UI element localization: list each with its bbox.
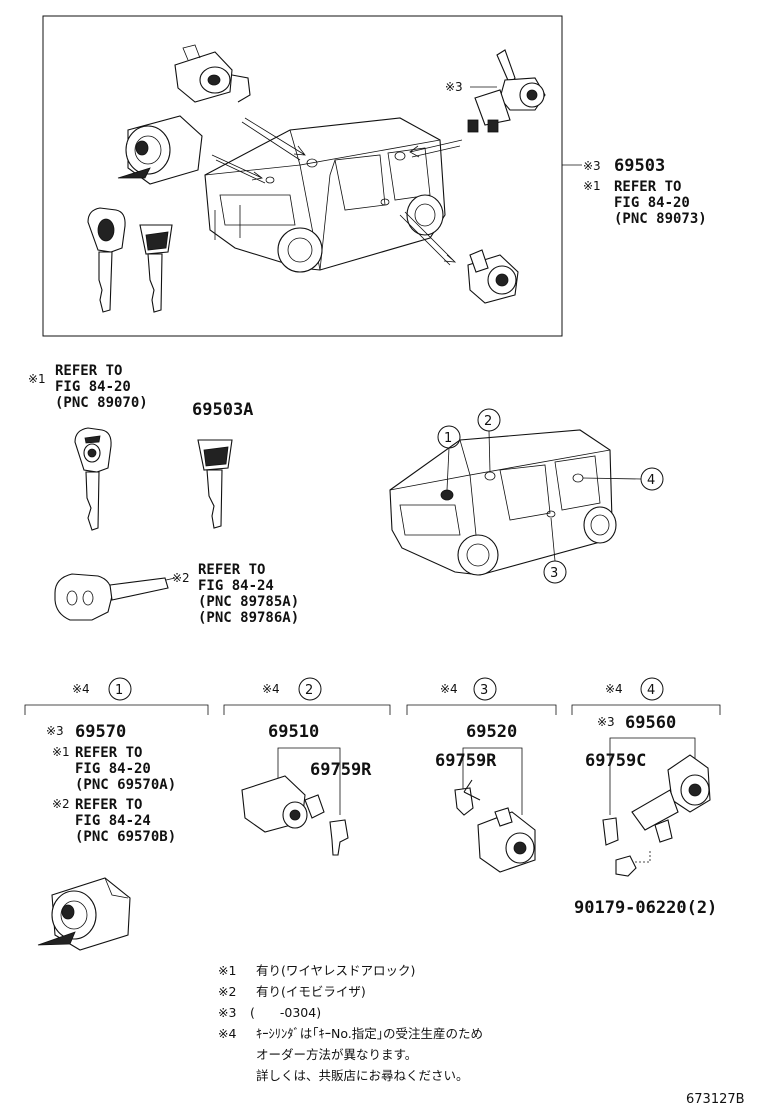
note-6-text: 詳しくは、共販店にお尋ねください。 — [256, 1068, 469, 1083]
group-1-ref1-line1: REFER TO — [75, 745, 142, 761]
transponder-ref-line1: REFER TO — [198, 562, 265, 578]
car-callout-2: 2 — [484, 414, 492, 429]
top-callout-mark1: ※1 — [583, 179, 601, 193]
key-sub — [197, 439, 233, 529]
door-lock-cylinder-top-left — [174, 44, 251, 103]
note-1-text: 有り(ワイヤレスドアロック) — [256, 963, 415, 978]
key-ref-mark: ※1 — [28, 372, 46, 386]
group-1: ※4 1 ※3 69570 ※1 REFER TO FIG 84-20 (PNC… — [24, 677, 209, 951]
note-4-mark: ※4 — [218, 1026, 236, 1041]
key-ref-line2: FIG 84-20 — [55, 379, 131, 395]
group-1-ref2-line2: FIG 84-24 — [75, 813, 151, 829]
back-door-lock-4 — [631, 754, 711, 843]
lock-lever-2 — [329, 819, 349, 856]
transponder-key — [54, 573, 169, 621]
group-2-mark: ※4 — [262, 682, 280, 696]
group-4-mark: ※4 — [605, 682, 623, 696]
back-door-lock-top — [467, 49, 546, 133]
keys-top — [87, 207, 173, 313]
group-1-number: 1 — [115, 683, 123, 698]
group-4-part-number: 69560 — [625, 713, 676, 733]
group-1-ref2-line3: (PNC 69570B) — [75, 829, 176, 845]
group-3-number: 3 — [480, 683, 488, 698]
note-5-text: オーダー方法が異なります。 — [256, 1047, 417, 1062]
key-ref-line1: REFER TO — [55, 363, 122, 379]
car-illustration-middle — [389, 429, 617, 576]
key-reference-block: ※1 REFER TO FIG 84-20 (PNC 89070) 69503A… — [28, 363, 299, 626]
door-lock-cylinder-2 — [241, 775, 325, 833]
group-4-number: 4 — [647, 683, 655, 698]
car-callouts: 1 2 3 4 — [437, 408, 664, 584]
group-3-sub-part: 69759R — [435, 751, 497, 771]
group-1-ref2-mark: ※2 — [52, 797, 70, 811]
group-1-pn-mark: ※3 — [46, 724, 64, 738]
group-4-pn-mark: ※3 — [597, 715, 615, 729]
note-4-text: ｷｰｼﾘﾝﾀﾞは｢ｷｰNo.指定｣の受注生産のため — [256, 1026, 483, 1041]
door-lock-cylinder-top-bottom — [467, 249, 519, 304]
top-callout-ref-line2: FIG 84-20 — [614, 195, 690, 211]
group-2: ※4 2 69510 69759R — [223, 677, 391, 856]
footnotes: ※1 有り(ワイヤレスドアロック) ※2 有り(イモビライザ) ※3 ( -03… — [218, 963, 483, 1083]
car-illustration-top — [204, 117, 446, 273]
group-4-sub-part: 69759C — [585, 751, 646, 771]
note-3-mark: ※3 — [218, 1005, 236, 1020]
top-callout: ※3 69503 ※1 REFER TO FIG 84-20 (PNC 8907… — [562, 156, 707, 227]
top-box-arrows — [211, 117, 463, 266]
note-2-mark: ※2 — [218, 984, 236, 999]
group-2-part-number: 69510 — [268, 722, 319, 742]
group-2-number: 2 — [305, 683, 313, 698]
car-callout-1: 1 — [444, 431, 452, 446]
note-2-text: 有り(イモビライザ) — [256, 984, 366, 999]
note-1-mark: ※1 — [218, 963, 236, 978]
top-callout-mark3: ※3 — [583, 159, 601, 173]
note-3-text: ( -0304) — [250, 1005, 321, 1020]
group-3-mark: ※4 — [440, 682, 458, 696]
top-callout-ref-line3: (PNC 89073) — [614, 211, 707, 227]
group-1-mark: ※4 — [72, 682, 90, 696]
group-1-part-number: 69570 — [75, 722, 126, 742]
group-3: ※4 3 69520 69759R — [406, 677, 557, 873]
group-1-ref1-line3: (PNC 69570A) — [75, 777, 176, 793]
top-assembly-box: ※3 — [42, 15, 563, 337]
door-lock-cylinder-3 — [477, 807, 536, 873]
transponder-ref-line2: FIG 84-24 — [198, 578, 274, 594]
ignition-cylinder — [37, 877, 131, 951]
group-4: ※4 4 ※3 69560 69759C 90179-06220(2) — [571, 677, 721, 918]
ignition-cylinder-top — [117, 115, 203, 185]
key-ref-line3: (PNC 89070) — [55, 395, 148, 411]
top-callout-part-number: 69503 — [614, 156, 665, 176]
key-master — [74, 427, 112, 531]
group-1-ref1-mark: ※1 — [52, 745, 70, 759]
key-part-number: 69503A — [192, 400, 253, 420]
group-3-part-number: 69520 — [466, 722, 517, 742]
transponder-ref-line3: (PNC 89785A) — [198, 594, 299, 610]
group-1-ref2-line1: REFER TO — [75, 797, 142, 813]
lock-lever-3 — [454, 779, 481, 816]
top-callout-ref-line1: REFER TO — [614, 179, 681, 195]
top-box-mark3: ※3 — [445, 80, 463, 94]
transponder-mark: ※2 — [172, 571, 190, 585]
figure-id: 673127B — [686, 1092, 745, 1107]
bolt-4 — [615, 855, 637, 877]
group-4-bolt-part: 90179-06220(2) — [574, 898, 717, 918]
group-2-sub-part: 69759R — [310, 760, 372, 780]
car-callout-4: 4 — [647, 473, 655, 488]
group-1-ref1-line2: FIG 84-20 — [75, 761, 151, 777]
transponder-ref-line4: (PNC 89786A) — [198, 610, 299, 626]
lock-lever-4 — [602, 817, 619, 846]
car-callout-3: 3 — [550, 566, 558, 581]
top-box-border — [42, 15, 563, 337]
